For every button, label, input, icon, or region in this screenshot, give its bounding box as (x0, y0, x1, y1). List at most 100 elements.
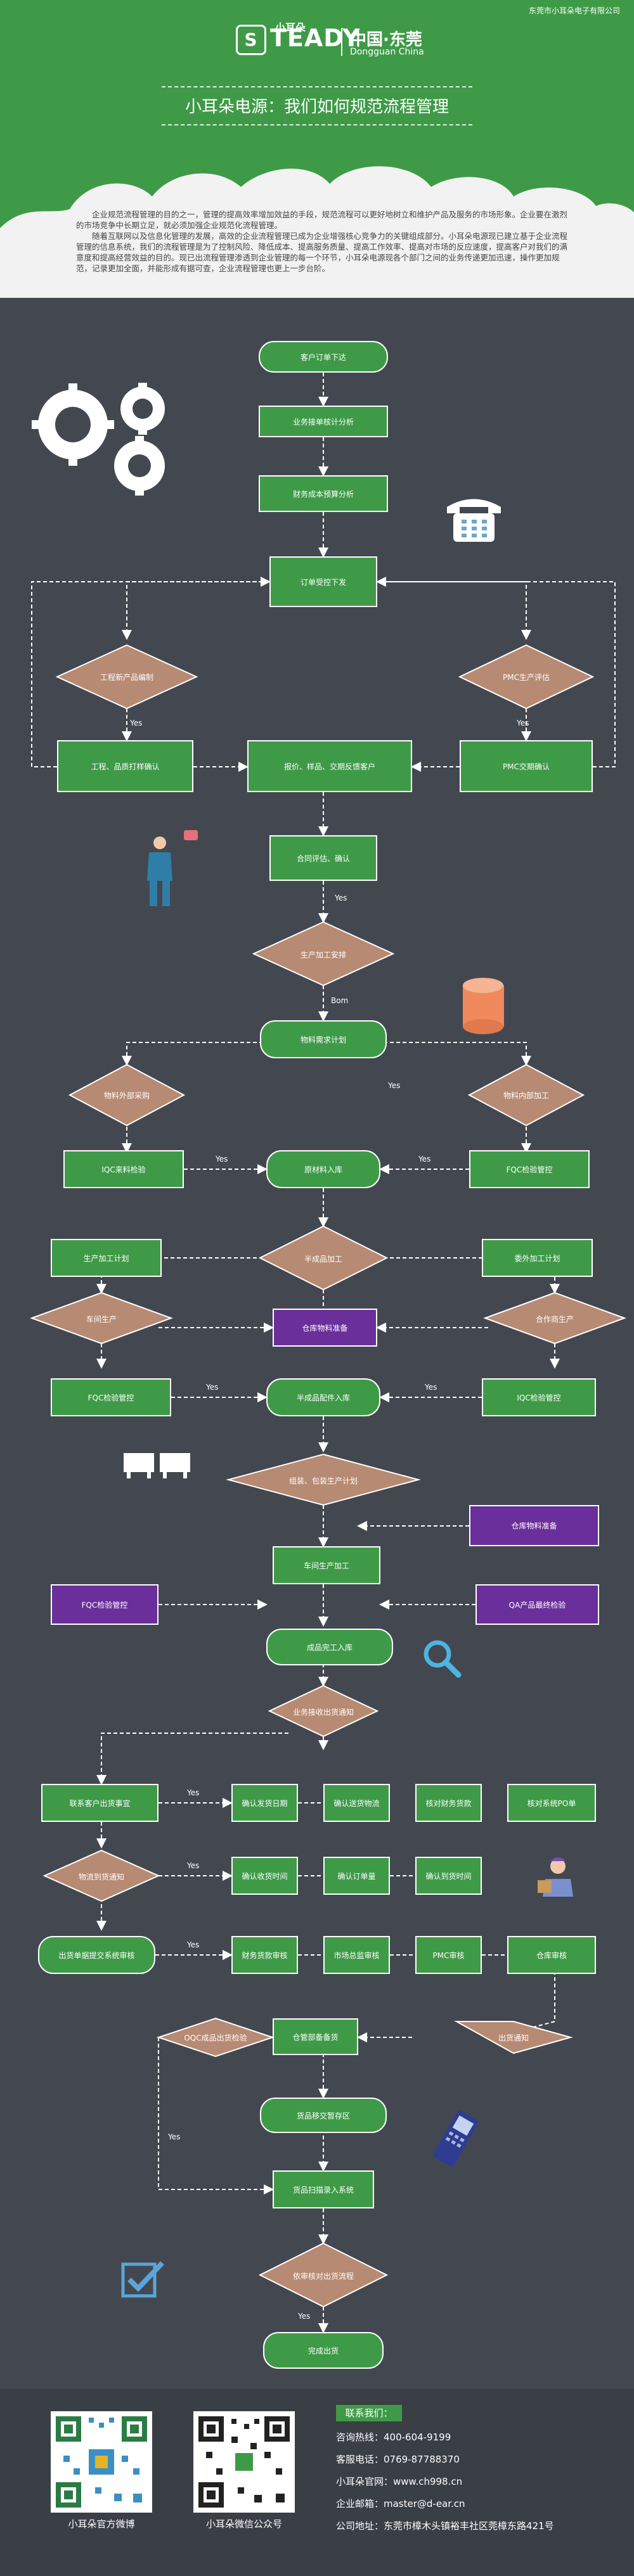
decision-production-arrange: 生产加工安排 (300, 951, 346, 959)
node-confirm-logistics: 确认送货物流 (323, 1784, 390, 1822)
node-pmc-delivery: PMC交期确认 (460, 740, 593, 792)
qr-caption-weibo: 小耳朵官方微博 (68, 2518, 135, 2530)
node-prepare-goods: 仓管部备备货 (273, 2018, 358, 2055)
logo-s-icon: S (236, 24, 266, 55)
node-cost-budget: 财务成本预算分析 (259, 475, 388, 512)
decision-shipping-notice: 业务接收出货通知 (292, 1708, 354, 1717)
label-yes: Yes (187, 1788, 200, 1797)
node-confirm-quantity: 确认订单量 (323, 1857, 390, 1895)
label-yes: Yes (187, 1940, 200, 1949)
node-outsource-plan: 委外加工计划 (482, 1239, 593, 1277)
label-yes: Yes (187, 1861, 200, 1870)
node-iqc-incoming: IQC来料检验 (63, 1150, 184, 1188)
printers-icon (124, 1453, 190, 1478)
label-yes: Yes (388, 1081, 401, 1090)
magnifier-icon (424, 1640, 462, 1678)
label-yes: Yes (335, 894, 347, 902)
node-semi-storage: 半成品配件入库 (266, 1378, 380, 1416)
courier-icon (538, 1857, 573, 1897)
label-yes: Yes (206, 1383, 219, 1392)
pos-terminal-icon (433, 2110, 479, 2167)
node-iqc-control: IQC检验管控 (482, 1378, 596, 1416)
logo-divider (341, 28, 342, 56)
node-shipment-complete: 完成出货 (263, 2332, 384, 2369)
divider-bottom (162, 124, 472, 125)
checkbox-icon (121, 2261, 164, 2298)
node-customer-order: 客户订单下达 (259, 341, 388, 373)
node-workshop-processing: 车间生产加工 (273, 1546, 380, 1584)
node-scan-goods: 货品扫描录入系统 (273, 2170, 374, 2208)
label-yes: Yes (298, 2312, 311, 2321)
qr-code-wechat[interactable] (193, 2411, 295, 2513)
label-yes: Yes (517, 719, 529, 727)
node-production-plan: 生产加工计划 (51, 1239, 162, 1277)
node-staging-area: 货品移交暂存区 (260, 2098, 387, 2133)
node-raw-storage: 原材料入库 (266, 1150, 380, 1188)
company-name: 东莞市小耳朵电子有限公司 (528, 6, 620, 15)
node-warehouse-prep-2: 仓库物料准备 (469, 1505, 599, 1546)
node-sample-confirm: 工程、品质打样确认 (57, 740, 193, 792)
node-pmc-review: PMC审核 (415, 1936, 482, 1974)
node-confirm-ship-date: 确认发货日期 (231, 1784, 298, 1822)
label-bom: Bom (331, 996, 349, 1005)
decision-verify-process: 依审核对出货流程 (292, 2272, 354, 2281)
contact-heading: 联系我们： (336, 2405, 402, 2421)
decision-semi-process: 半成品加工 (304, 1255, 342, 1264)
node-fqc-control-2: FQC检验管控 (51, 1378, 171, 1416)
node-material-plan: 物料需求计划 (260, 1020, 387, 1058)
label-yes: Yes (216, 1155, 228, 1163)
gears-icon (32, 383, 165, 496)
node-warehouse-review: 仓库审核 (507, 1936, 596, 1974)
contact-address: 公司地址：东莞市樟木头镇裕丰社区莞樟东路421号 (336, 2520, 554, 2532)
decision-workshop: 车间生产 (86, 1315, 117, 1324)
node-fqc-control-1: FQC检验管控 (469, 1150, 590, 1188)
decision-pmc-evaluation: PMC生产评估 (503, 673, 550, 682)
decision-internal-process: 物料内部加工 (503, 1091, 549, 1100)
logo-chinese-brand: 小耳朵 (275, 22, 306, 34)
qr-caption-wechat: 小耳朵微信公众号 (205, 2518, 282, 2530)
node-finished-storage: 成品完工入库 (266, 1629, 393, 1665)
intro-text: 企业规范流程管理的目的之一，管理的提高效率增加效益的手段，规范流程可以更好地树立… (76, 209, 571, 274)
contact-website[interactable]: 小耳朵官网：www.ch998.cn (336, 2476, 463, 2487)
decision-engineering: 工程新产品编制 (100, 673, 153, 682)
node-market-review: 市场总监审核 (323, 1936, 390, 1974)
person-icon (147, 830, 198, 906)
contact-email[interactable]: 企业邮箱：master@d-ear.cn (336, 2498, 465, 2509)
node-confirm-arrival: 确认到货时间 (415, 1857, 482, 1895)
decision-ship-notice: 出货通知 (498, 2034, 529, 2042)
node-fqc-control-3: FQC检验管控 (51, 1584, 158, 1625)
node-submit-docs: 出货单据提交系统审核 (38, 1936, 155, 1974)
decision-external-purchase: 物料外部采购 (103, 1091, 150, 1100)
qr-code-weibo[interactable] (51, 2411, 152, 2513)
node-order-analysis: 业务接单核计分析 (259, 406, 388, 437)
node-check-po: 核对系统PO单 (507, 1784, 596, 1822)
node-contact-customer: 联系客户出货事宜 (41, 1784, 158, 1822)
page-title: 小耳朵电源：我们如何规范流程管理 (184, 98, 449, 117)
logo-location-cn: 中国·东莞 (350, 30, 422, 49)
contact-hotline: 咨询热线：400-604-9199 (336, 2432, 451, 2443)
node-qa-final: QA产品最终检验 (476, 1584, 599, 1625)
decision-arrival-notice: 物流到货通知 (78, 1873, 124, 1881)
node-finance-review: 财务货款审核 (231, 1936, 298, 1974)
cloud-shape (0, 166, 634, 298)
intro-paragraph-1: 企业规范流程管理的目的之一，管理的提高效率增加效益的手段，规范流程可以更好地树立… (76, 210, 568, 230)
node-check-payment: 核对财务货款 (415, 1784, 482, 1822)
logo-text: TEADY (270, 24, 361, 52)
node-order-release: 订单受控下发 (269, 556, 377, 607)
decision-oqc: OQC成品出货检验 (184, 2034, 247, 2042)
intro-paragraph-2: 随着互联网以及信息化管理的发展，高效的企业流程管理已成为企业增强核心竞争力的关键… (76, 231, 568, 273)
flow-connectors (30, 373, 626, 2333)
label-yes: Yes (168, 2132, 181, 2141)
label-yes: Yes (425, 1383, 437, 1392)
decision-shape (55, 644, 198, 710)
divider-top (162, 86, 472, 87)
decision-partner: 合作商生产 (535, 1315, 574, 1324)
decision-assembly-plan: 组装、包装生产计划 (288, 1477, 358, 1485)
node-contract-review: 合同评估、确认 (269, 835, 377, 881)
database-icon (463, 978, 504, 1034)
label-yes: Yes (130, 719, 143, 727)
node-quote-feedback: 报价、样品、交期反馈客户 (247, 740, 412, 792)
node-confirm-receipt: 确认收货时间 (231, 1857, 298, 1895)
telephone-icon (447, 499, 501, 542)
